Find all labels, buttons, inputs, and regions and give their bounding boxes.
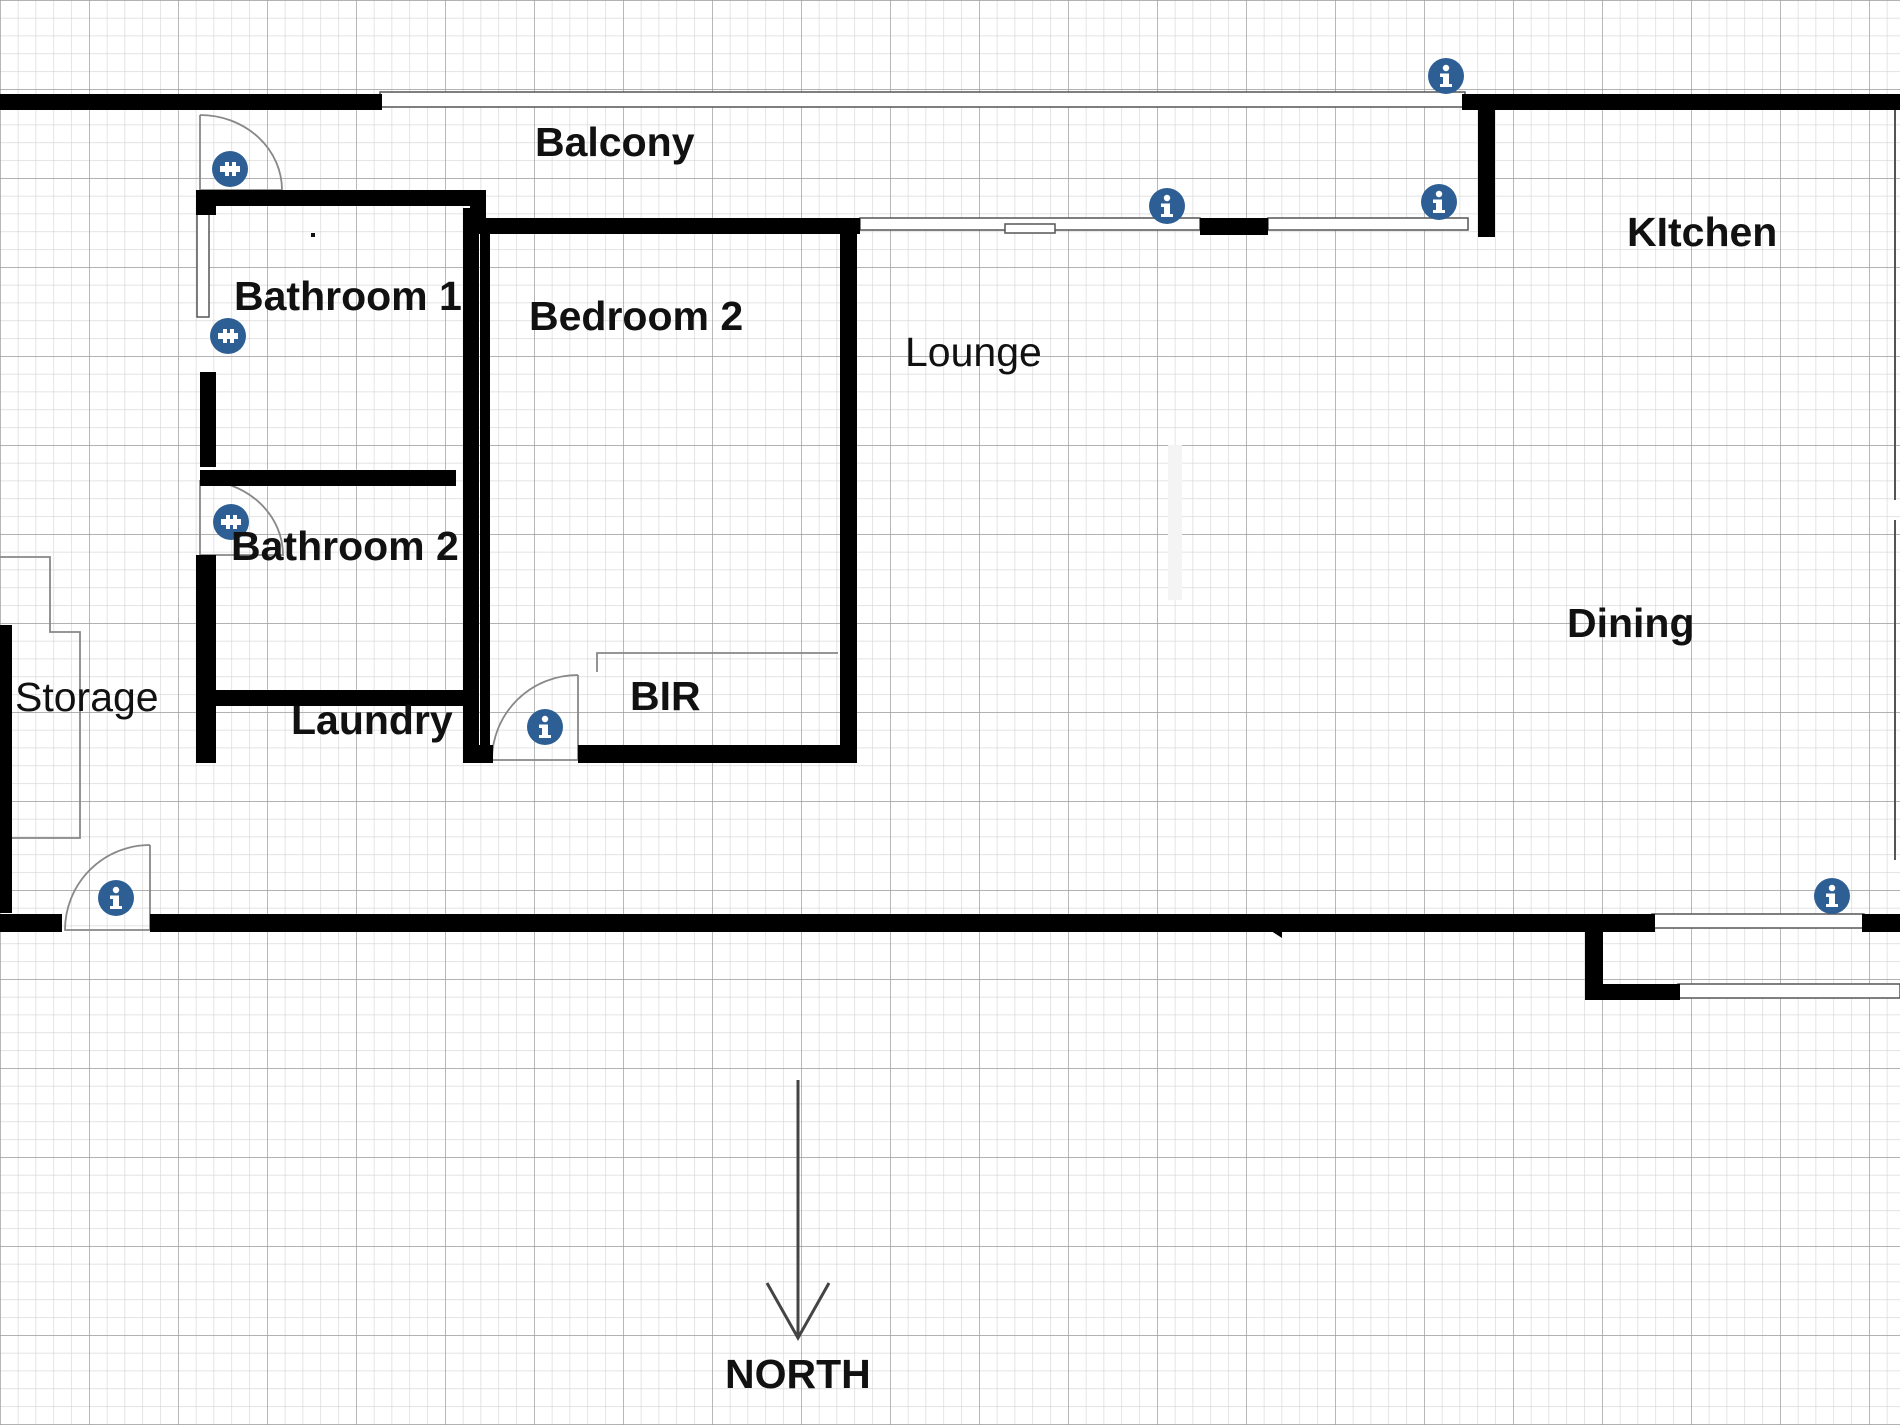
wall-bir-bottom bbox=[578, 745, 857, 763]
room-label-bedroom2: Bedroom 2 bbox=[529, 293, 743, 339]
info-icon[interactable] bbox=[1428, 58, 1464, 94]
dining-window-outer bbox=[1677, 983, 1900, 999]
door-handle-icon[interactable] bbox=[210, 318, 246, 354]
info-icon[interactable] bbox=[1814, 878, 1850, 914]
wall-laundry-bottom-stub bbox=[463, 745, 493, 763]
room-label-balcony: Balcony bbox=[535, 119, 695, 165]
compass-label: NORTH bbox=[725, 1351, 871, 1397]
wall-bedroom2-top bbox=[470, 218, 860, 234]
wall-kitchen-stub bbox=[1200, 218, 1268, 235]
wall-laundry-top bbox=[200, 690, 472, 706]
wall-top-right bbox=[1462, 94, 1900, 110]
bathroom1-door-swing bbox=[199, 114, 283, 191]
wall-dining-bay-bottom bbox=[1585, 984, 1680, 1000]
info-icon[interactable] bbox=[1421, 184, 1457, 220]
wall-bottom-left-stub bbox=[0, 914, 62, 932]
wall-bathroom1-top bbox=[196, 190, 485, 206]
wall-storage-left bbox=[0, 625, 12, 913]
storage-door-swing bbox=[64, 844, 151, 931]
storage-cabinet-outline bbox=[0, 556, 81, 839]
room-label-bathroom2: Bathroom 2 bbox=[231, 523, 459, 569]
wall-bathroom-left-mid bbox=[200, 372, 216, 467]
wall-bathroom-left-upper bbox=[196, 195, 216, 215]
wall-kitchen-return bbox=[1478, 94, 1495, 237]
wall-bathroom-left-lower bbox=[196, 555, 216, 763]
wall-dining-bay-left bbox=[1585, 914, 1603, 999]
bathroom1-door-opening bbox=[196, 211, 210, 318]
wall-top-left bbox=[0, 94, 382, 110]
room-label-bathroom1: Bathroom 1 bbox=[234, 273, 462, 319]
wall-bottom-main bbox=[150, 914, 1655, 932]
room-label-lounge: Lounge bbox=[905, 329, 1042, 375]
walls bbox=[0, 94, 1900, 1000]
room-label-bir: BIR bbox=[630, 673, 701, 719]
wall-bathroom-divider bbox=[200, 470, 456, 486]
room-label-storage: Storage bbox=[15, 674, 159, 720]
balcony-window bbox=[379, 91, 1466, 108]
wall-dining-right-stub bbox=[1862, 914, 1900, 932]
room-label-kitchen: KItchen bbox=[1627, 209, 1777, 255]
lounge-sliding-door-panel bbox=[1004, 223, 1056, 234]
bathroom1-marker-dot bbox=[311, 233, 315, 237]
wall-notch bbox=[1262, 914, 1282, 938]
wall-bathrooms-right bbox=[463, 208, 479, 763]
wall-bedroom2-left bbox=[480, 230, 490, 760]
wall-bedroom2-right bbox=[840, 218, 857, 763]
north-arrow bbox=[765, 1080, 831, 1342]
room-label-laundry: Laundry bbox=[291, 697, 453, 743]
door-handle-icon[interactable] bbox=[212, 151, 248, 187]
north-arrow-head bbox=[765, 1282, 831, 1342]
bir-shelf-outline bbox=[596, 652, 838, 672]
info-icon[interactable] bbox=[527, 709, 563, 745]
info-icon[interactable] bbox=[98, 880, 134, 916]
info-icon[interactable] bbox=[1149, 188, 1185, 224]
room-label-dining: Dining bbox=[1567, 600, 1695, 646]
dining-window-lower bbox=[1651, 913, 1865, 929]
